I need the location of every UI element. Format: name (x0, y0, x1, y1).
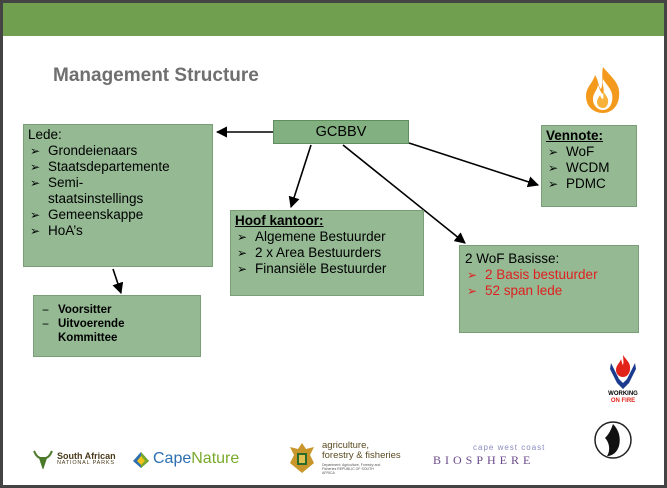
list-item-text: PDMC (566, 176, 606, 191)
arrow-bullet-icon: ➢ (237, 246, 248, 260)
list-item-text: Staatsdepartemente (48, 159, 170, 174)
wof-logo-line1: WORKING (608, 391, 638, 397)
hoof-kantoor-header: Hoof kantoor: (235, 213, 324, 228)
list-item-text: 52 span lede (485, 283, 563, 298)
capenature-nature: Nature (191, 450, 240, 467)
sanparks-line2: NATIONAL PARKS (57, 460, 115, 466)
connector-arrows (112, 126, 540, 295)
list-item-text: Finansiële Bestuurder (255, 261, 387, 276)
wof-basisse-box: 2 WoF Basisse: ➢ 2 Basis bestuurder ➢ 52 s… (459, 245, 639, 333)
capenature-text: CapeNature (153, 450, 239, 468)
wof-logo-line2: ON FIRE (611, 398, 635, 404)
list-item: ➢ Grondeienaars (28, 143, 208, 159)
agriculture-logo: agriculture, forestry & fisheries Depart… (286, 441, 401, 480)
gcbbv-box: GCBBV (273, 120, 409, 144)
list-item-text: Kommittee (58, 332, 118, 344)
biosphere-small: cape west coast (473, 443, 546, 452)
list-item-text: Voorsitter (58, 304, 112, 316)
voorsitter-list: −Voorsitter −Uitvoerende Kommittee (38, 303, 196, 345)
lede-box: Lede: ➢ Grondeienaars ➢ Staatsdepartemente… (23, 124, 213, 267)
list-item-text: WoF (566, 144, 595, 159)
vennote-box: Vennote: ➢ WoF ➢ WCDM ➢ PDMC (541, 125, 637, 207)
list-item: ➢ Semi- (28, 175, 208, 191)
biosphere-big: BIOSPHERE (433, 453, 535, 467)
vennote-list: ➢ WoF ➢ WCDM ➢ PDMC (546, 144, 632, 192)
kudu-icon (33, 450, 53, 471)
arrow-to-wof-basisse (342, 144, 466, 244)
arrow-bullet-icon: ➢ (548, 161, 559, 175)
arrow-bullet-icon: ➢ (30, 176, 41, 190)
list-item: ➢ 2 Basis bestuurder (465, 267, 633, 283)
coat-of-arms-icon (290, 443, 314, 473)
arrow-bullet-icon: ➢ (467, 284, 478, 298)
voorsitter-box: −Voorsitter −Uitvoerende Kommittee (33, 295, 201, 357)
list-item: ➢ WoF (546, 144, 632, 160)
arrow-bullet-icon: ➢ (237, 262, 248, 276)
arrow-bullet-icon: ➢ (30, 224, 41, 238)
arrow-bullet-icon: ➢ (548, 145, 559, 159)
list-item: ➢ 52 span lede (465, 283, 633, 299)
agri-line2: forestry & fisheries (322, 450, 401, 461)
agri-line1: agriculture, (322, 440, 369, 451)
list-item: −Uitvoerende (38, 317, 196, 331)
working-on-fire-logo-icon: WORKING ON FIRE (608, 355, 638, 404)
sanparks-logo: South African NATIONAL PARKS (31, 449, 116, 474)
list-item: ➢ WCDM (546, 160, 632, 176)
list-item: ➢ 2 x Area Bestuurders (235, 245, 419, 261)
flame-icon (586, 67, 620, 113)
list-item-text: Gemeenskappe (48, 207, 144, 222)
arrow-to-vennote (408, 142, 540, 188)
list-item: ➢ Finansiële Bestuurder (235, 261, 419, 277)
dash-bullet-icon: − (42, 303, 50, 317)
list-item: ➢ Gemeenskappe (28, 207, 208, 223)
arrow-bullet-icon: ➢ (30, 208, 41, 222)
list-item-text: Grondeienaars (48, 143, 138, 158)
list-item: −Voorsitter (38, 303, 196, 317)
slide-title: Management Structure (53, 65, 259, 86)
dash-bullet-icon: − (42, 317, 50, 331)
arrow-bullet-icon: ➢ (30, 160, 41, 174)
lede-list: ➢ Grondeienaars ➢ Staatsdepartemente ➢ Semi… (28, 143, 208, 239)
gcbbv-label: GCBBV (315, 124, 367, 140)
circular-crest-icon (594, 421, 632, 459)
list-item: ➢ PDMC (546, 176, 632, 192)
list-item-text: Semi- (48, 175, 84, 190)
top-bar (3, 3, 664, 36)
list-item: ➢ HoA’s (28, 223, 208, 239)
wof-basisse-header: 2 WoF Basisse: (465, 251, 560, 266)
list-item: Kommittee (38, 331, 196, 345)
list-item: ➢ Staatsdepartemente (28, 159, 208, 175)
wof-basisse-list: ➢ 2 Basis bestuurder ➢ 52 span lede (465, 267, 633, 299)
arrow-bullet-icon: ➢ (237, 230, 248, 244)
arrow-bullet-icon: ➢ (548, 177, 559, 191)
footer-logos: South African NATIONAL PARKS CapeNature … (3, 411, 664, 485)
arrow-bullet-icon: ➢ (467, 268, 478, 282)
arrow-bullet-icon: ➢ (30, 144, 41, 158)
sanparks-line1: South African (57, 451, 116, 461)
vennote-header: Vennote: (546, 128, 604, 143)
list-item-text: Uitvoerende (58, 318, 125, 330)
list-item-text: Algemene Bestuurder (255, 229, 386, 244)
list-item-text: HoA’s (48, 223, 83, 238)
hoof-kantoor-box: Hoof kantoor: ➢ Algemene Bestuurder ➢ 2 x … (230, 210, 424, 296)
lede-header: Lede: (28, 127, 62, 142)
arrow-to-voorsitter (112, 268, 124, 295)
capenature-logo: CapeNature (131, 449, 239, 474)
list-item-text: 2 Basis bestuurder (485, 267, 598, 282)
capenature-cape: Cape (153, 450, 192, 467)
list-item-text: 2 x Area Bestuurders (255, 245, 382, 260)
capenature-leaf-icon (133, 452, 149, 468)
agri-small: Department: Agriculture, Forestry and Fi… (322, 463, 381, 475)
arrow-to-hoof-kantoor (288, 144, 312, 209)
list-item: staatsinstellings (28, 191, 208, 207)
list-item-text: staatsinstellings (48, 191, 144, 206)
hoof-kantoor-list: ➢ Algemene Bestuurder ➢ 2 x Area Bestuurde… (235, 229, 419, 277)
list-item: ➢ Algemene Bestuurder (235, 229, 419, 245)
list-item-text: WCDM (566, 160, 610, 175)
